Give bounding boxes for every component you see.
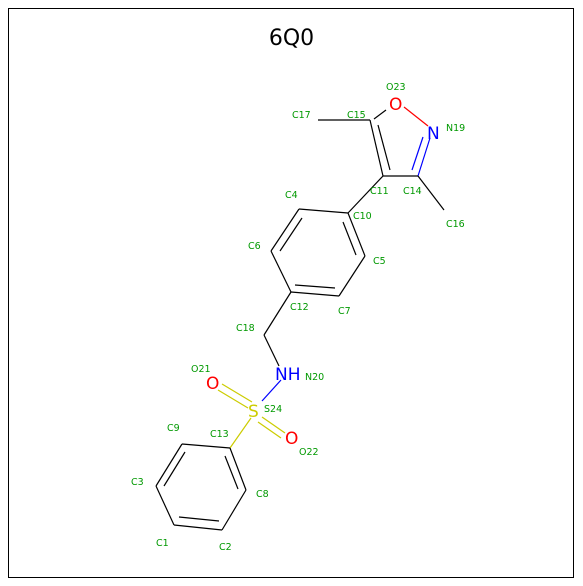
label-c3: C3	[131, 477, 144, 488]
heteroatom-symbols: O N NH S O O	[206, 95, 440, 449]
molecule-title: 6Q0	[268, 26, 315, 51]
label-c8: C8	[256, 489, 269, 500]
label-c5: C5	[373, 256, 386, 267]
bond-c7-c5	[338, 255, 366, 297]
label-n19: N19	[446, 123, 465, 134]
atom-o22-symbol: O	[285, 429, 298, 449]
label-c14: C14	[403, 186, 422, 197]
bond-c11-c15-double	[377, 124, 391, 171]
bond-c13-c9	[181, 443, 231, 449]
bond-s24-o21	[221, 383, 253, 403]
bond-c12-c7	[290, 291, 340, 297]
bond-s24-o22	[261, 416, 286, 434]
bond-n19-c14	[417, 137, 431, 177]
bond-c12-c7-double	[294, 284, 336, 289]
label-c18: C18	[236, 323, 255, 334]
label-c10: C10	[353, 211, 372, 222]
atom-n19-symbol: N	[427, 124, 440, 144]
bond-s24-o22-double	[257, 421, 282, 439]
atom-s24-symbol: S	[248, 402, 259, 422]
bond-c11-c10	[347, 175, 384, 214]
label-c15: C15	[347, 110, 366, 121]
bond-c1-c2	[173, 524, 223, 531]
label-c2: C2	[219, 542, 232, 553]
bond-c4-c6	[270, 208, 300, 252]
bond-c3-c1	[155, 485, 175, 526]
bond-c9-c3	[155, 443, 183, 487]
bond-c14-c16	[417, 175, 445, 211]
bond-c5-c10	[347, 212, 366, 257]
label-c4: C4	[285, 190, 298, 201]
bond-c4-c6-double	[279, 217, 303, 252]
label-c7: C7	[338, 306, 351, 317]
bond-c5-c10-double	[342, 221, 357, 256]
label-c9: C9	[167, 423, 180, 434]
bonds	[155, 106, 445, 531]
bond-o23-n19	[403, 106, 429, 127]
label-o21: O21	[191, 364, 211, 375]
bond-c1-c2-double	[178, 516, 220, 522]
bond-c10-c4	[298, 208, 349, 214]
bond-c2-c8	[221, 489, 247, 531]
bond-c9-c3-double	[163, 451, 186, 487]
label-c6: C6	[248, 241, 261, 252]
label-o23: O23	[386, 82, 406, 93]
bond-c8-c13-double	[224, 455, 239, 490]
atom-labels: O23 N19 C17 C15 C11 C14 C16 C4 C10 C6 C5…	[131, 82, 465, 553]
bond-c12-c18	[263, 291, 292, 336]
label-o22: O22	[299, 447, 319, 458]
label-c16: C16	[446, 219, 465, 230]
label-c17: C17	[292, 110, 311, 121]
label-c1: C1	[156, 538, 169, 549]
bond-c18-n20	[263, 334, 280, 367]
bond-n20-s24	[261, 379, 282, 402]
bond-c8-c13	[229, 447, 247, 491]
bond-s24-o21-double	[217, 389, 249, 409]
label-c11: C11	[370, 186, 389, 197]
atom-o21-symbol: O	[206, 374, 219, 394]
label-c13: C13	[210, 429, 229, 440]
atom-n20-symbol: NH	[275, 365, 301, 385]
label-n20: N20	[305, 372, 324, 383]
bond-s24-c13	[229, 417, 252, 449]
bond-c6-c12	[270, 250, 292, 293]
bond-c15-o23	[373, 109, 387, 120]
label-c12: C12	[290, 302, 309, 313]
bond-c11-c15	[369, 119, 384, 177]
bond-n19-c14-double	[411, 136, 424, 171]
label-s24: S24	[264, 404, 282, 415]
atom-o23-symbol: O	[389, 95, 402, 115]
